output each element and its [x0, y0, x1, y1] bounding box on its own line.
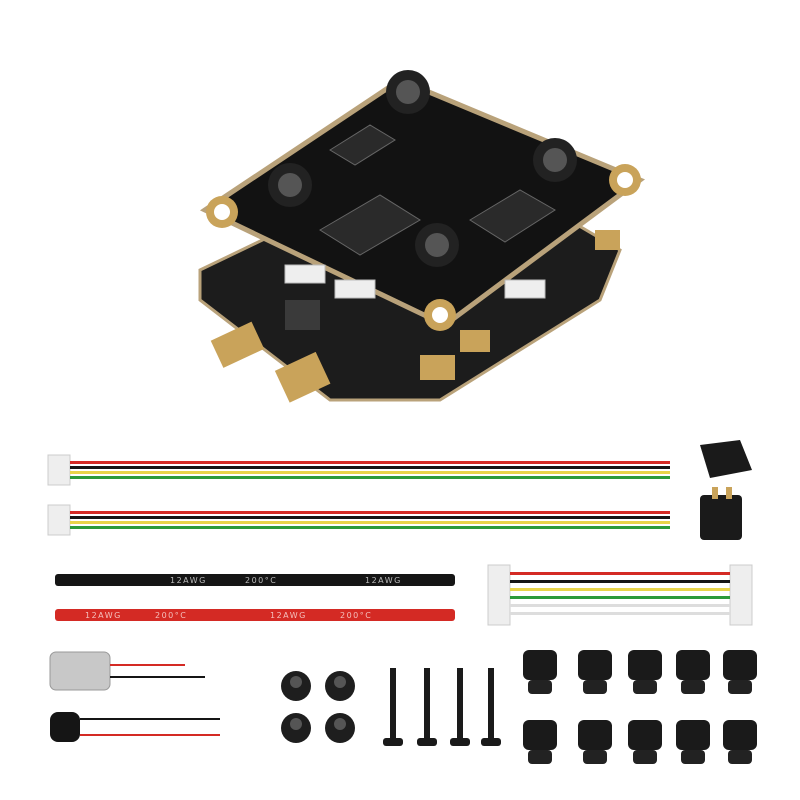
signal-cable-1: [47, 454, 670, 486]
nuts: [281, 671, 355, 743]
grommet: [523, 650, 557, 694]
screws: [383, 668, 501, 746]
buzzer: [50, 712, 220, 742]
wire-temp-label: 200°C: [340, 611, 372, 620]
wire-gauge-label: 12AWG: [170, 576, 207, 585]
power-wire-black: 12AWG 200°C 12AWG: [55, 574, 455, 586]
wire-gauge-label: 12AWG: [365, 576, 402, 585]
capacitor: [49, 651, 205, 691]
grommet: [628, 720, 662, 764]
signal-cable-2: [47, 504, 670, 536]
grommet: [723, 720, 757, 764]
grommet: [523, 720, 557, 764]
grommet: [676, 650, 710, 694]
wire-gauge-label: 12AWG: [85, 611, 122, 620]
grommet: [628, 650, 662, 694]
grommet: [676, 720, 710, 764]
wire-gauge-label: 12AWG: [270, 611, 307, 620]
power-wire-red: 12AWG 200°C 12AWG 200°C: [55, 609, 455, 621]
grommet: [578, 650, 612, 694]
wire-temp-label: 200°C: [155, 611, 187, 620]
grommet: [723, 650, 757, 694]
grommet: [578, 720, 612, 764]
xt30-connector: [700, 440, 752, 540]
rubber-grommets: [523, 650, 757, 764]
flight-controller-board: [199, 70, 646, 331]
wire-temp-label: 200°C: [245, 576, 277, 585]
fc-esc-harness: [487, 564, 753, 626]
